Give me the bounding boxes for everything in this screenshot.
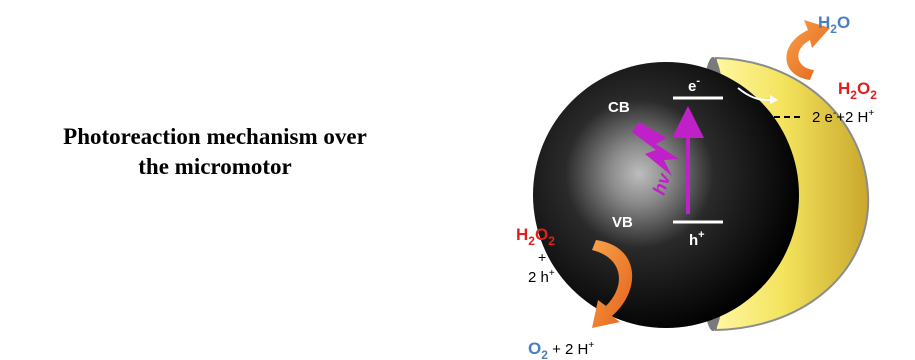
top-reaction-arrow	[786, 20, 830, 80]
semiconductor-sphere	[533, 62, 799, 328]
o2-product: O2 + 2 H+	[528, 339, 594, 360]
electron-transfer-arrow	[737, 87, 771, 102]
vb-label: VB	[612, 214, 633, 231]
h2o-product: H2O	[818, 13, 850, 36]
title-line-1: Photoreaction mechanism over	[63, 124, 367, 149]
hole-label: h+	[689, 229, 705, 249]
h2o2-top-reactant: H2O2	[838, 79, 877, 102]
electron-transfer-arrowhead	[770, 95, 778, 104]
electrons-protons-label: 2 e-+2 H+	[812, 108, 874, 126]
electron-label: e-	[688, 75, 700, 95]
title-line-2: the micromotor	[138, 154, 292, 179]
page-title: Photoreaction mechanism over the micromo…	[0, 122, 430, 182]
plus-sign: +	[538, 249, 546, 265]
lightning-bolt-icon	[632, 122, 679, 176]
cb-label: CB	[608, 99, 630, 116]
h2o2-bottom-reactant: H2O2	[516, 225, 555, 248]
holes-label: 2 h+	[528, 268, 555, 286]
bottom-reaction-arrow	[592, 240, 633, 328]
